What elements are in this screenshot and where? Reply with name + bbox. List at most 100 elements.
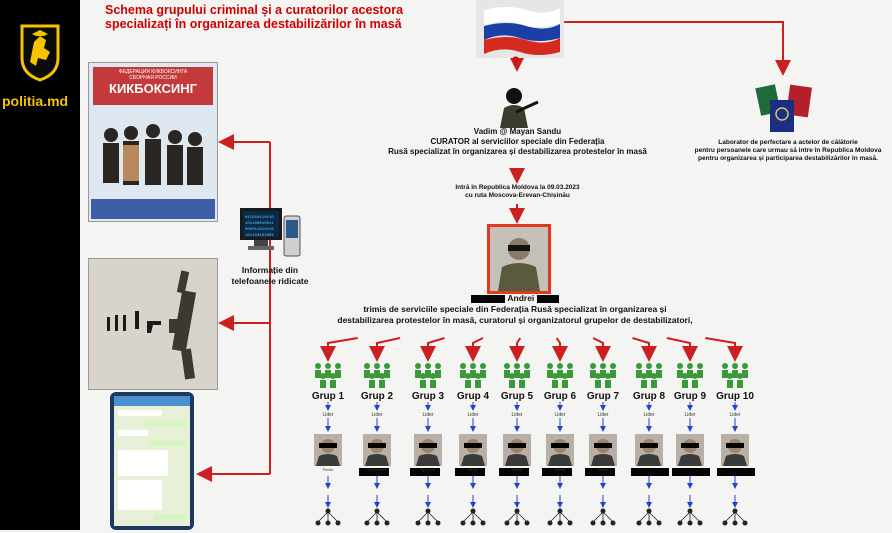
weapons-photo — [88, 258, 218, 390]
people-group-icon — [633, 362, 665, 393]
monitor-phone-icon: 011010110110 101100010011 000011010110 1… — [240, 208, 301, 257]
group-label: Grup 10 — [716, 391, 754, 402]
group-label: Grup 5 — [500, 391, 534, 402]
group-label: Grup 9 — [673, 391, 707, 402]
network-icon — [414, 508, 442, 533]
lider-label: Lider — [729, 412, 741, 418]
member-photo — [546, 434, 574, 466]
team-photo: ФЕДЕРАЦИЯ КИКБОКСИНГА СБОРНАЯ РОССИИ КИК… — [88, 62, 218, 222]
member-photo — [589, 434, 617, 466]
lab-line-2: pentru persoanele care urmau să intre în… — [694, 147, 882, 154]
leader-name-row: Andrei — [300, 293, 730, 304]
people-group-icon — [312, 362, 344, 393]
group-arrow — [420, 337, 445, 362]
lab-line-1: Laborator de perfectare a actelor de căl… — [718, 139, 858, 146]
member-photo — [676, 434, 704, 466]
title-line-2: specializați în organizarea destabilizăr… — [105, 17, 402, 31]
group-arrow — [509, 337, 525, 362]
phones-label-1: Informație din — [241, 265, 299, 275]
group-label: Grup 6 — [543, 391, 577, 402]
network-icon — [459, 508, 487, 533]
chat-messages-icon — [114, 396, 190, 520]
soldier-silhouette-icon — [500, 88, 539, 128]
curator-line-3: Rusă specializat în organizarea și desta… — [388, 147, 647, 156]
group-arrow — [705, 337, 743, 362]
member-name: Ejert_lnt — [420, 467, 436, 472]
passports-icon — [755, 84, 812, 132]
people-group-icon — [674, 362, 706, 393]
group-arrow — [632, 337, 657, 362]
lider-label: Lider — [322, 412, 334, 418]
banner: ФЕДЕРАЦИЯ КИКБОКСИНГА СБОРНАЯ РОССИИ КИК… — [93, 67, 213, 105]
member-name: Pedro — [322, 467, 334, 472]
logo-text[interactable]: politia.md — [2, 93, 69, 109]
lab-caption: Laborator de perfectare a actelor de căl… — [688, 139, 888, 163]
member-photo — [503, 434, 531, 466]
people-group-icon — [361, 362, 393, 393]
svg-text:000011010110: 000011010110 — [245, 228, 274, 232]
network-icon — [635, 508, 663, 533]
network-icon — [363, 508, 391, 533]
banner-text: КИКБОКСИНГ — [109, 81, 197, 96]
sidebar — [0, 0, 80, 530]
redaction-bar — [672, 468, 710, 476]
redaction-bar — [631, 468, 669, 476]
lider-label: Lider — [597, 412, 609, 418]
lider-label: Lider — [511, 412, 523, 418]
lider-label: Lider — [371, 412, 383, 418]
redaction-bar — [410, 468, 440, 476]
group-arrow — [465, 337, 484, 362]
network-icon — [314, 508, 342, 533]
phones-caption: Informație din telefoanele ridicate — [222, 265, 318, 287]
police-emblem-icon — [20, 24, 60, 82]
member-name: Mihail — [554, 467, 566, 472]
group-arrow — [320, 337, 358, 362]
group-label: Grup 1 — [311, 391, 345, 402]
leader-line-2: trimis de serviciile speciale din Federa… — [363, 304, 667, 314]
network-icon — [503, 508, 531, 533]
redaction-bar — [536, 294, 559, 303]
group-arrow — [666, 337, 698, 362]
question-mark: ? — [512, 54, 520, 68]
russian-flag-icon — [476, 0, 564, 58]
network-icon — [546, 508, 574, 533]
group-label: Grup 4 — [456, 391, 490, 402]
page-title: Schema grupului criminal și a curatorilo… — [105, 3, 405, 31]
member-photo — [635, 434, 663, 466]
network-icon — [676, 508, 704, 533]
network-icon — [589, 508, 617, 533]
member-photo — [314, 434, 342, 466]
member-name: Mihail — [511, 467, 523, 472]
people-group-icon — [457, 362, 489, 393]
member-name: Pavel — [597, 467, 608, 472]
weapons-icon — [107, 270, 197, 380]
lider-label: Lider — [684, 412, 696, 418]
lider-label: Lider — [554, 412, 566, 418]
member-photo — [414, 434, 442, 466]
redaction-bar — [585, 468, 615, 476]
svg-text:011010110110: 011010110110 — [245, 216, 274, 220]
redaction-bar — [359, 468, 389, 476]
member-photo — [721, 434, 749, 466]
title-line-1: Schema grupului criminal și a curatorilo… — [105, 3, 404, 17]
redaction-bar — [455, 468, 485, 476]
leader-caption: Andrei trimis de serviciile speciale din… — [300, 293, 730, 326]
leader-photo — [487, 224, 551, 294]
people-group-icon — [412, 362, 444, 393]
redaction-bar — [471, 294, 506, 303]
member-name: Alexandru — [367, 467, 386, 472]
people-group-icon — [91, 124, 215, 219]
member-photo — [363, 434, 391, 466]
phones-label-2: telefoanele ridicate — [231, 276, 309, 286]
people-group-icon — [544, 362, 576, 393]
group-arrow — [369, 337, 401, 362]
people-group-icon — [587, 362, 619, 393]
entry-caption: Intră în Republica Moldova la 09.03.2023… — [400, 184, 635, 200]
lider-label: Lider — [643, 412, 655, 418]
group-label: Grup 3 — [411, 391, 445, 402]
member-name: Mihai — [468, 467, 478, 472]
people-group-icon — [719, 362, 751, 393]
lider-label: Lider — [467, 412, 479, 418]
